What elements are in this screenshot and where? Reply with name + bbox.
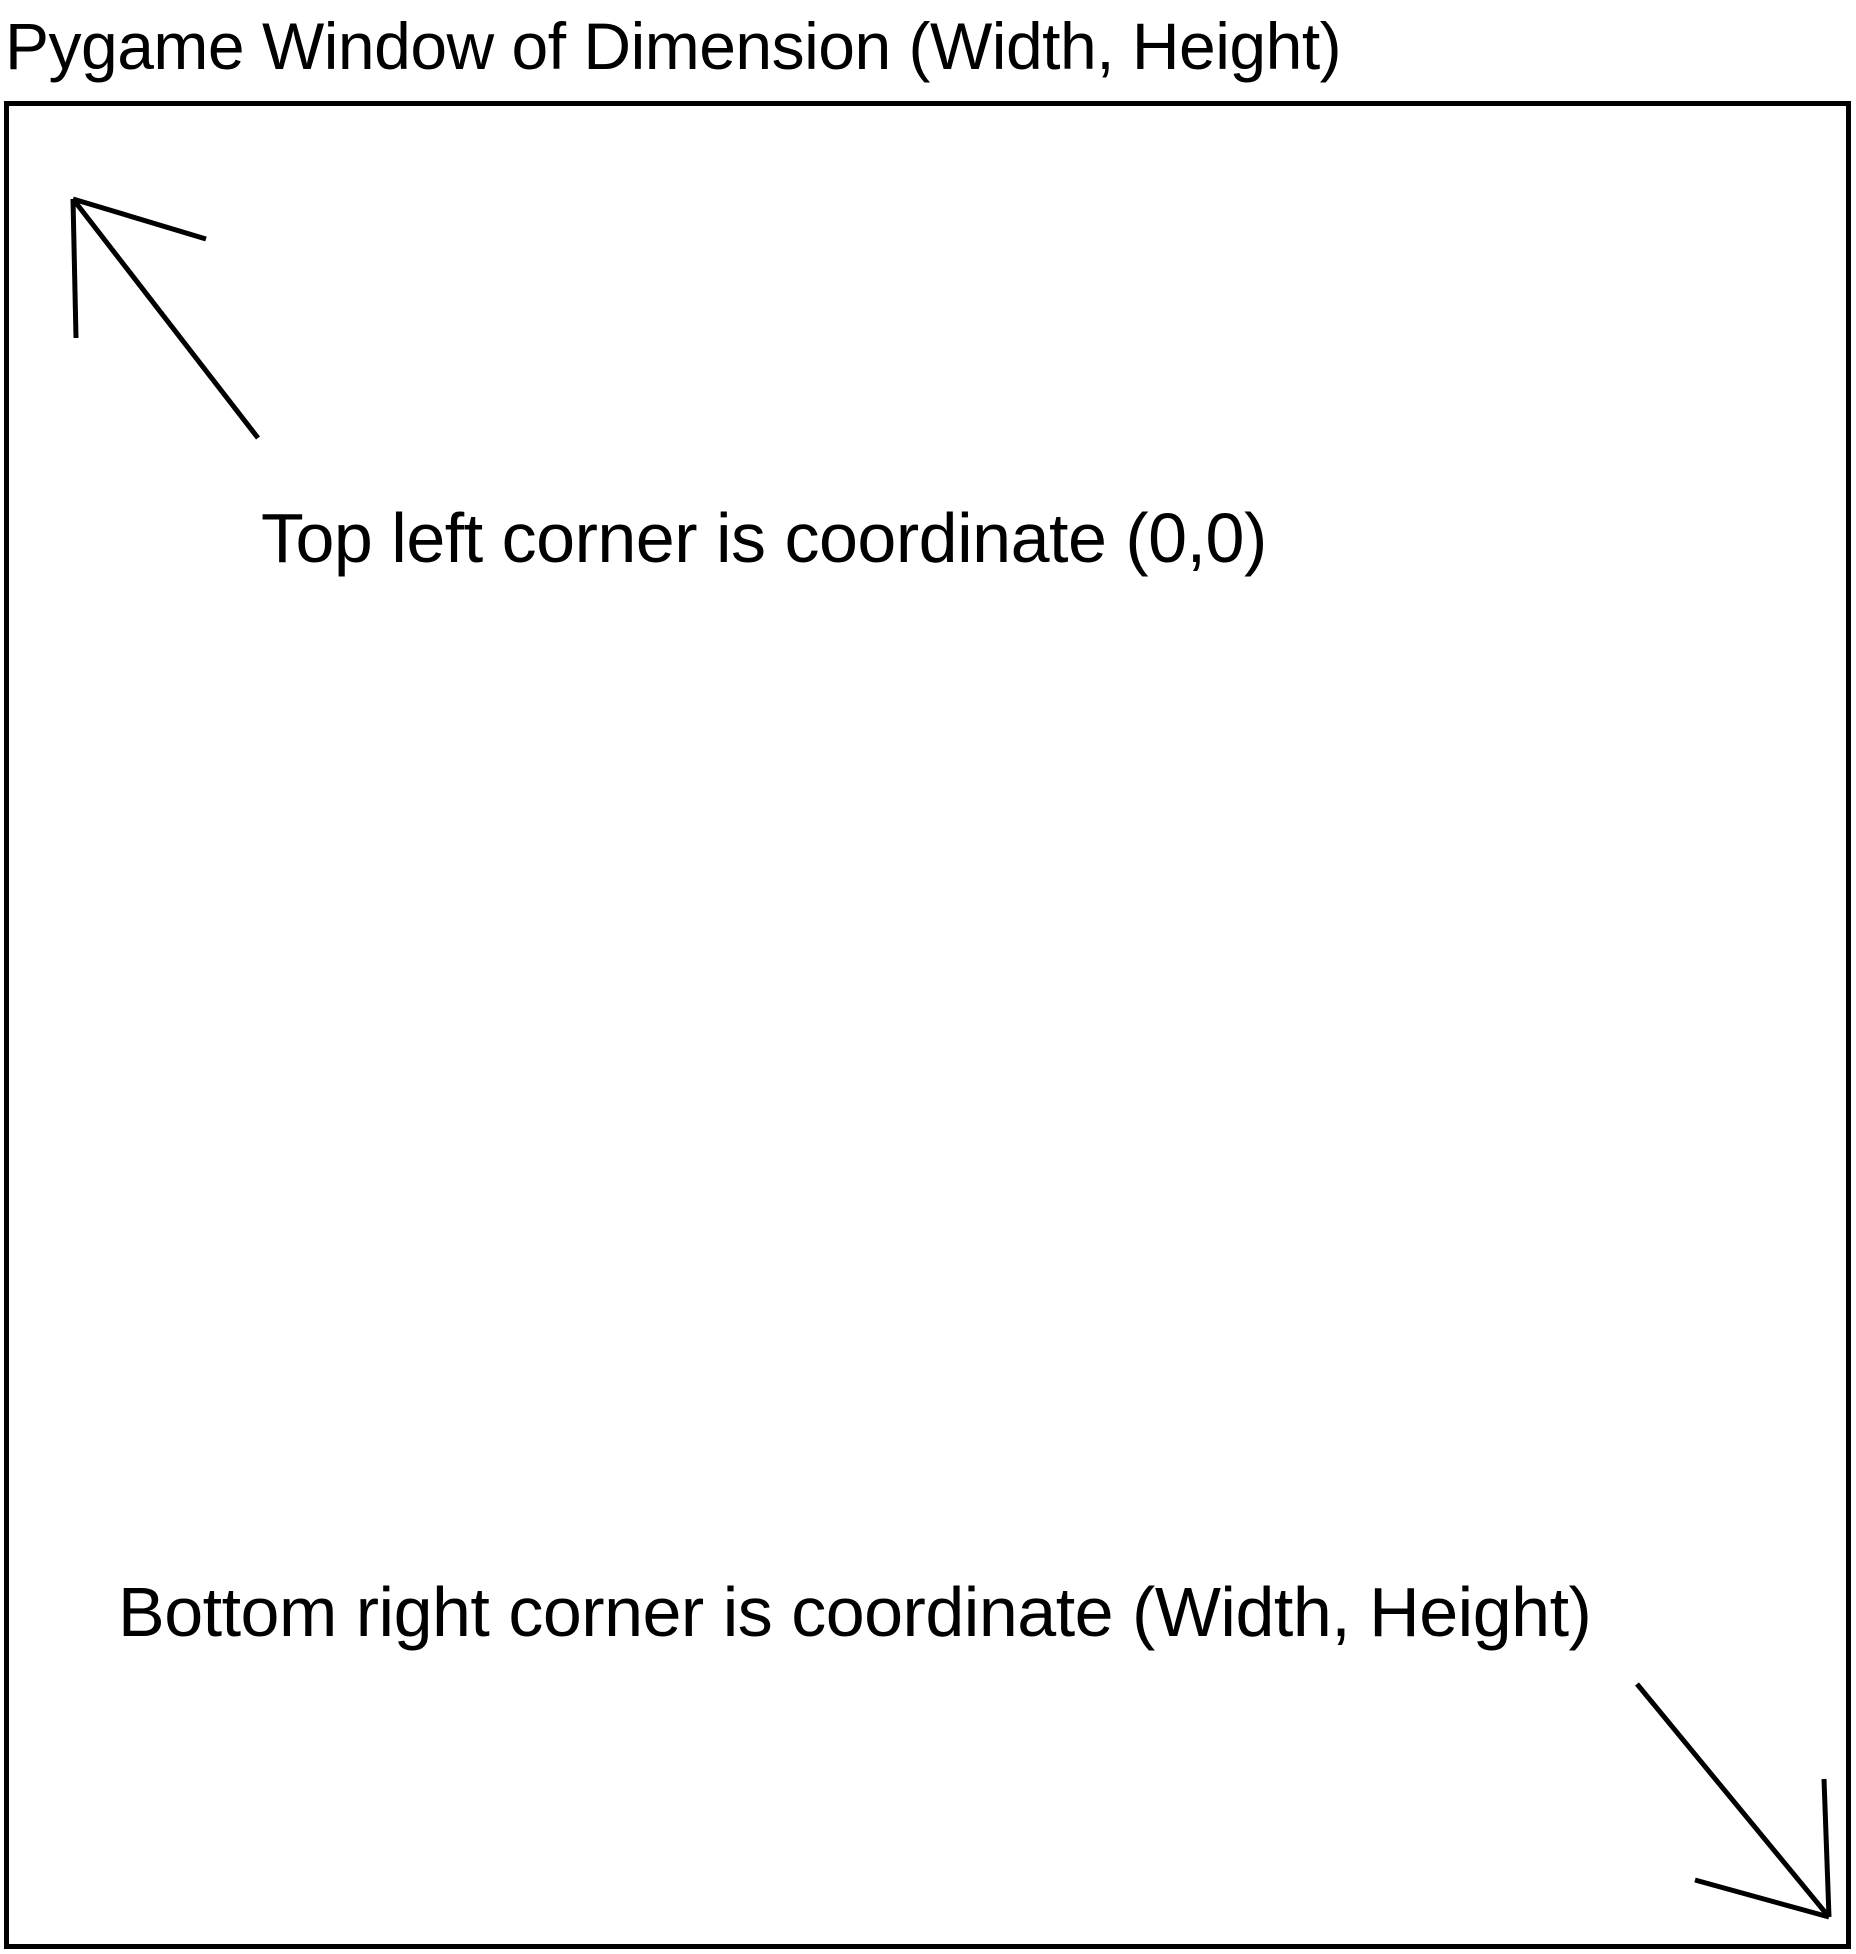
pygame-window-frame [4,101,1851,1949]
diagram-title: Pygame Window of Dimension (Width, Heigh… [5,9,1342,83]
bottom-right-label: Bottom right corner is coordinate (Width… [118,1573,1592,1651]
top-left-label: Top left corner is coordinate (0,0) [261,499,1267,577]
